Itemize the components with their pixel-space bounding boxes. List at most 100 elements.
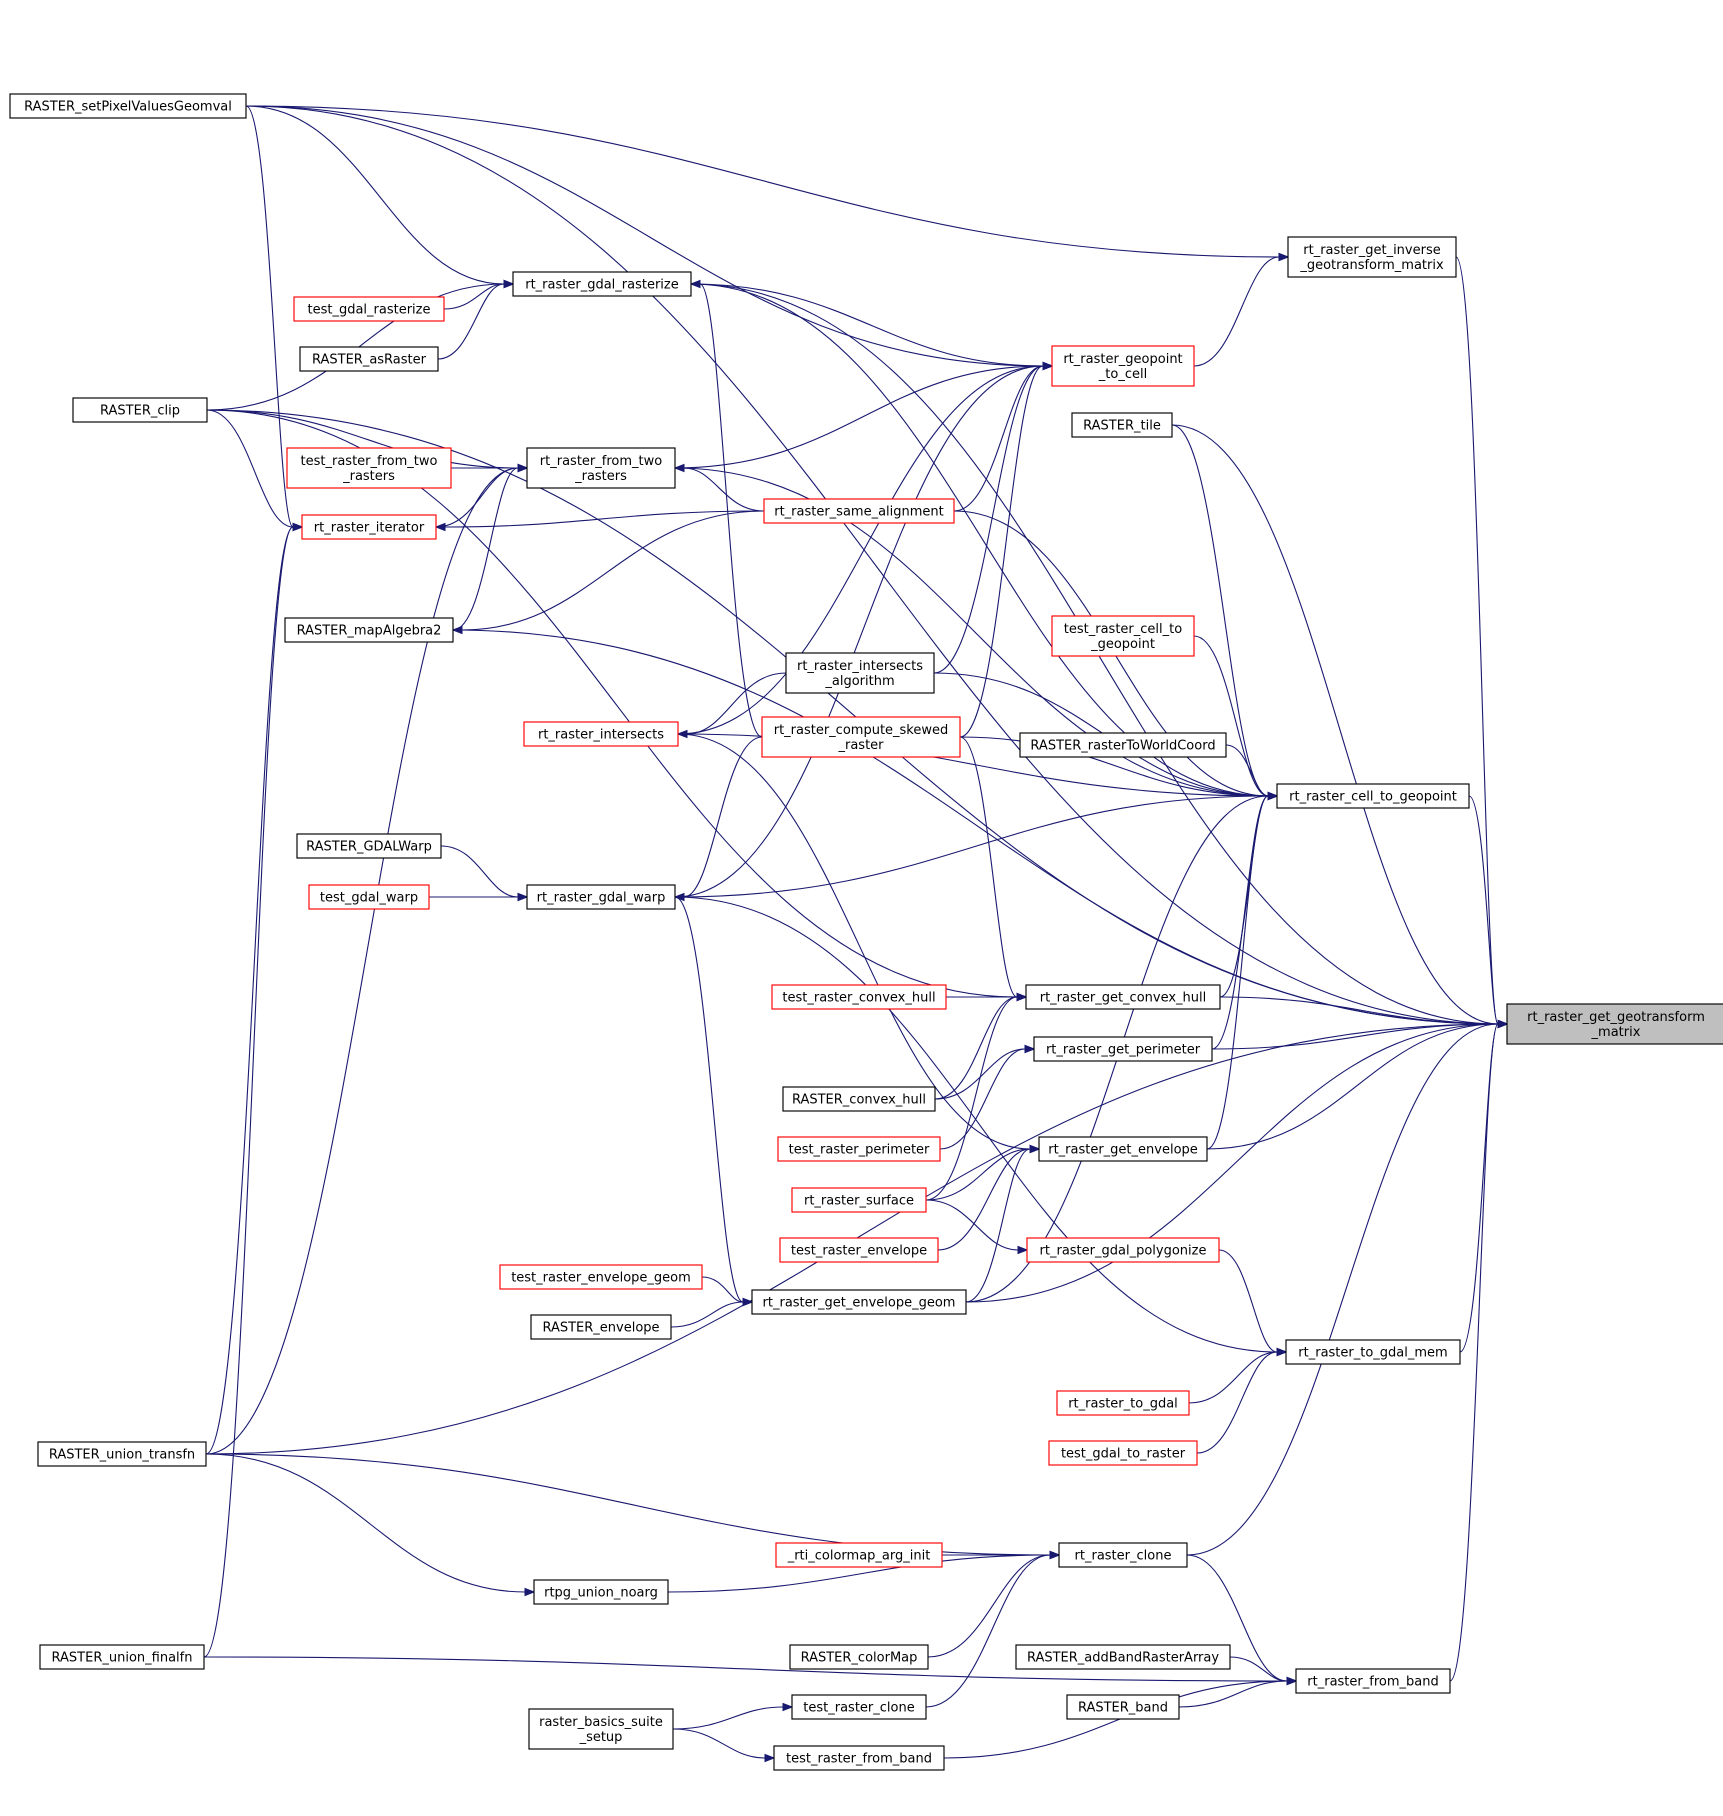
function-node-test_env[interactable]: test_raster_envelope (779, 1237, 939, 1263)
node-label: rt_raster_compute_skewed (774, 723, 949, 738)
function-node-geopoint[interactable]: rt_raster_geopoint_to_cell (1051, 345, 1195, 387)
edge-arrowhead (1024, 1044, 1036, 1054)
edge-arrowhead (1286, 1676, 1298, 1686)
node-box (9, 93, 247, 119)
function-node-intalg[interactable]: rt_raster_intersects_algorithm (785, 652, 935, 694)
function-node-tile[interactable]: RASTER_tile (1071, 412, 1173, 438)
function-node-noarg[interactable]: rtpg_union_noarg (533, 1579, 669, 1605)
edge-envgeom-to-main (965, 1023, 1499, 1303)
node-label: test_gdal_warp (320, 891, 418, 906)
edge-skewed-to-hull (959, 736, 1018, 998)
edge-arrowhead (1016, 992, 1028, 1002)
node-box (1048, 1440, 1198, 1466)
function-node-envgeom[interactable]: rt_raster_get_envelope_geom (751, 1289, 967, 1315)
function-node-addband[interactable]: RASTER_addBandRasterArray (1015, 1644, 1231, 1670)
node-box (1285, 1339, 1461, 1365)
edge-fromtwo-to-geopoint (674, 365, 1044, 469)
node-box (1071, 412, 1173, 438)
function-node-test_warp[interactable]: test_gdal_warp (308, 884, 430, 910)
function-node-surface[interactable]: rt_raster_surface (791, 1187, 927, 1213)
function-node-celltogeo[interactable]: rt_raster_cell_to_geopoint (1276, 783, 1470, 809)
edge-arrowhead (764, 1753, 776, 1763)
node-label: test_gdal_to_raster (1061, 1447, 1186, 1462)
node-label: RASTER_setPixelValuesGeomval (24, 100, 232, 115)
edge-celltogeo-to-main (1468, 795, 1499, 1025)
function-node-gdalwarp_sql[interactable]: RASTER_GDALWarp (296, 833, 442, 859)
edge-union_t-to-clone (205, 1453, 1051, 1556)
function-node-test_fromtwo[interactable]: test_raster_from_two_rasters (286, 447, 452, 489)
function-node-test_rasterize[interactable]: test_gdal_rasterize (293, 296, 445, 322)
edge-intalg-to-geopoint (933, 365, 1044, 674)
function-node-setPixel[interactable]: RASTER_setPixelValuesGeomval (9, 93, 247, 119)
edge-intersects-to-envelope (677, 733, 1031, 1150)
function-node-test_envgeom[interactable]: test_raster_envelope_geom (499, 1264, 703, 1290)
node-box (1015, 1644, 1231, 1670)
node-box (39, 1644, 205, 1670)
function-node-band[interactable]: RASTER_band (1066, 1694, 1180, 1720)
node-box (296, 833, 442, 859)
edge-clip-to-iterator (206, 409, 294, 528)
edge-arrowhead (1049, 1550, 1061, 1560)
edge-arrowhead (782, 1702, 794, 1712)
function-node-test_hull[interactable]: test_raster_convex_hull (771, 984, 947, 1010)
function-node-iterator[interactable]: rt_raster_iterator (301, 514, 437, 540)
edge-union_f-to-fromband (203, 1656, 1288, 1682)
node-box (523, 721, 679, 747)
function-node-test_clone[interactable]: test_raster_clone (791, 1694, 927, 1720)
function-node-fromtwo[interactable]: rt_raster_from_two_rasters (526, 447, 676, 489)
function-node-gdalmem[interactable]: rt_raster_to_gdal_mem (1285, 1339, 1461, 1365)
function-node-samealign[interactable]: rt_raster_same_alignment (763, 498, 955, 524)
function-node-rasterize[interactable]: rt_raster_gdal_rasterize (512, 271, 692, 297)
function-node-skewed[interactable]: rt_raster_compute_skewed_raster (761, 716, 961, 758)
edge-test_celltogeo-to-celltogeo (1193, 635, 1269, 797)
node-label: rt_raster_same_alignment (774, 505, 944, 520)
function-node-intersects[interactable]: rt_raster_intersects (523, 721, 679, 747)
edge-arrowhead (292, 522, 304, 532)
function-node-perimeter[interactable]: rt_raster_get_perimeter (1033, 1036, 1213, 1062)
function-node-envelope[interactable]: rt_raster_get_envelope (1038, 1136, 1208, 1162)
function-node-clone[interactable]: rt_raster_clone (1058, 1542, 1188, 1568)
edge-union_t-to-fromtwo (205, 467, 519, 1455)
function-node-union_t[interactable]: RASTER_union_transfn (37, 1441, 207, 1467)
function-node-colormap[interactable]: RASTER_colorMap (789, 1644, 929, 1670)
function-node-test_perim[interactable]: test_raster_perimeter (777, 1136, 941, 1162)
node-label: RASTER_GDALWarp (306, 840, 432, 855)
function-node-mapalg[interactable]: RASTER_mapAlgebra2 (284, 617, 454, 643)
edge-polygonize-to-gdalmem (1218, 1249, 1278, 1353)
edge-hull_sql-to-hull (934, 996, 1018, 1100)
function-node-warp[interactable]: rt_raster_gdal_warp (526, 884, 676, 910)
edge-gdalwarp_sql-to-warp (440, 845, 519, 898)
function-node-asRaster[interactable]: RASTER_asRaster (299, 346, 439, 372)
node-box (526, 884, 676, 910)
function-node-hull[interactable]: rt_raster_get_convex_hull (1025, 984, 1221, 1010)
edge-clone-to-fromband (1186, 1554, 1288, 1682)
function-node-clip[interactable]: RASTER_clip (72, 397, 208, 423)
function-node-test_celltogeo[interactable]: test_raster_cell_to_geopoint (1051, 615, 1195, 657)
edge-clip-to-hull (206, 409, 1018, 998)
node-box (1056, 1390, 1190, 1416)
function-node-togdal[interactable]: rt_raster_to_gdal (1056, 1390, 1190, 1416)
function-node-env_sql[interactable]: RASTER_envelope (530, 1314, 672, 1340)
function-node-test_fromband[interactable]: test_raster_from_band (773, 1745, 945, 1771)
function-node-suite[interactable]: raster_basics_suite_setup (528, 1708, 674, 1750)
node-label: test_raster_convex_hull (782, 991, 935, 1006)
node-label: rt_raster_intersects (797, 659, 923, 674)
node-label: _algorithm (824, 674, 894, 689)
edge-arrowhead (1042, 361, 1054, 371)
node-box (1038, 1136, 1208, 1162)
edge-warp-to-gdalmem (674, 896, 1278, 1353)
focus-node: rt_raster_get_geotransform_matrix (1506, 1003, 1723, 1045)
node-box (526, 447, 676, 489)
function-node-r2world[interactable]: RASTER_rasterToWorldCoord (1019, 732, 1227, 758)
node-box (499, 1264, 703, 1290)
function-node-fromband[interactable]: rt_raster_from_band (1295, 1668, 1451, 1694)
function-node-inverse[interactable]: rt_raster_get_inverse_geotransform_matri… (1287, 236, 1457, 278)
function-node-test_gdal2raster[interactable]: test_gdal_to_raster (1048, 1440, 1198, 1466)
function-node-polygonize[interactable]: rt_raster_gdal_polygonize (1026, 1237, 1220, 1263)
function-node-hull_sql[interactable]: RASTER_convex_hull (782, 1086, 936, 1112)
function-node-union_f[interactable]: RASTER_union_finalfn (39, 1644, 205, 1670)
function-node-cmap[interactable]: _rti_colormap_arg_init (775, 1542, 943, 1568)
node-box (1506, 1003, 1723, 1045)
node-box (533, 1579, 669, 1605)
node-box (1051, 615, 1195, 657)
